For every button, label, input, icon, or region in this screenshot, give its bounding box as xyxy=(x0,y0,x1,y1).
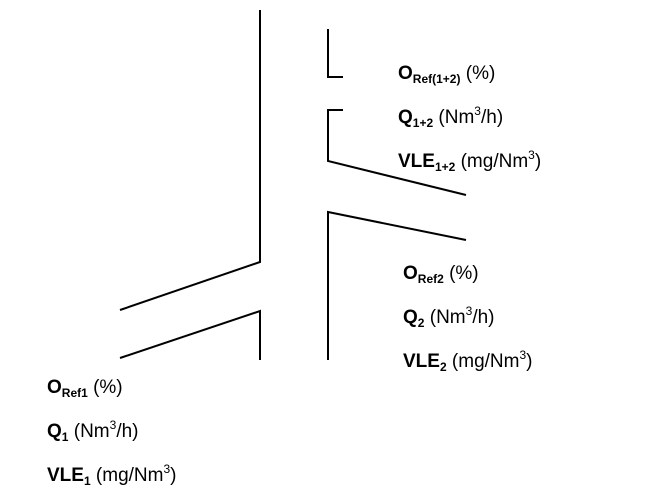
duct-wall-left xyxy=(119,10,261,311)
duct-wall-right xyxy=(327,210,467,360)
duct-outlet-upper-wall xyxy=(327,29,343,78)
duct-outlet-lower-wall xyxy=(327,109,467,196)
branch2-labels: ORef2 (%) Q2 (Nm3/h) VLE2 (mg/Nm3) xyxy=(403,258,532,383)
branch2-oref-label: ORef2 (%) xyxy=(403,263,479,286)
duct-wall-branch1-inner xyxy=(119,309,261,360)
branch1-vle-label: VLE1 (mg/Nm3) xyxy=(47,462,177,488)
duct-junction-diagram xyxy=(119,10,467,360)
combined-stream-labels: ORef(1+2) (%) Q1+2 (Nm3/h) VLE1+2 (mg/Nm… xyxy=(398,58,541,183)
branch1-labels: ORef1 (%) Q1 (Nm3/h) VLE1 (mg/Nm3) xyxy=(47,372,176,497)
combined-flow-label: Q1+2 (Nm3/h) xyxy=(398,104,504,130)
branch1-oref-label: ORef1 (%) xyxy=(47,377,123,400)
branch2-vle-label: VLE2 (mg/Nm3) xyxy=(403,348,533,374)
branch1-flow-label: Q1 (Nm3/h) xyxy=(47,418,139,444)
combined-vle-label: VLE1+2 (mg/Nm3) xyxy=(398,148,542,174)
branch2-flow-label: Q2 (Nm3/h) xyxy=(403,304,495,330)
combined-oref-label: ORef(1+2) (%) xyxy=(398,63,496,86)
